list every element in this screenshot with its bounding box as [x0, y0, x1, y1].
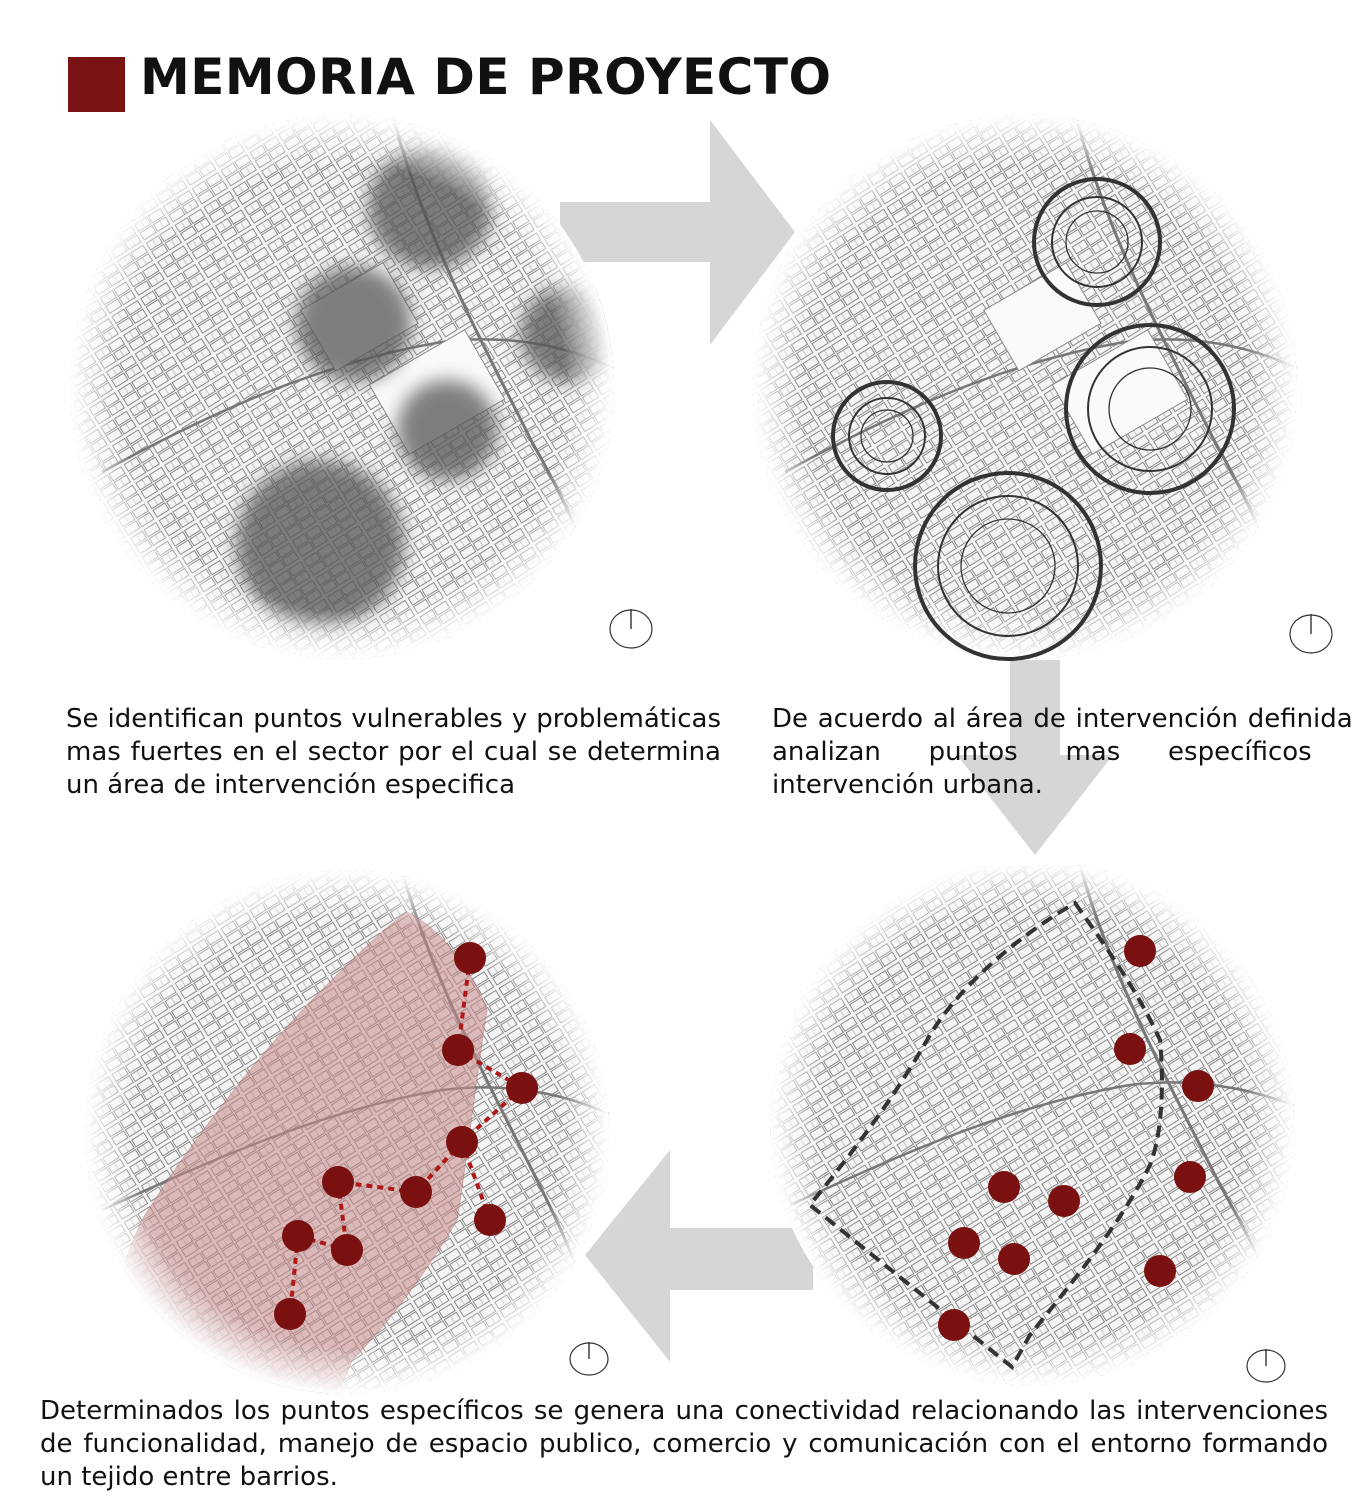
caption-connectivity: Determinados los puntos específicos se g…: [40, 1396, 1328, 1492]
caption-vulnerable-points: Se identifican puntos vulnerables y prob…: [66, 704, 721, 800]
north-arrow-icon: [1289, 614, 1333, 654]
map-vulnerable-points: [62, 112, 622, 662]
caption-specific-points: De acuerdo al área de intervención defin…: [772, 704, 1352, 800]
page-title: MEMORIA DE PROYECTO: [140, 48, 832, 106]
map-intervention-area: [760, 865, 1320, 1385]
arrow-left-icon: [585, 1150, 813, 1362]
header-accent-square: [68, 57, 125, 112]
map-specific-points: [745, 112, 1305, 672]
arrow-down-icon: [957, 660, 1113, 855]
north-arrow-icon: [609, 609, 653, 649]
map-connectivity: [62, 870, 622, 1410]
north-arrow-icon: [1246, 1349, 1286, 1383]
north-arrow-icon: [569, 1342, 609, 1376]
arrow-right-icon: [560, 120, 795, 345]
